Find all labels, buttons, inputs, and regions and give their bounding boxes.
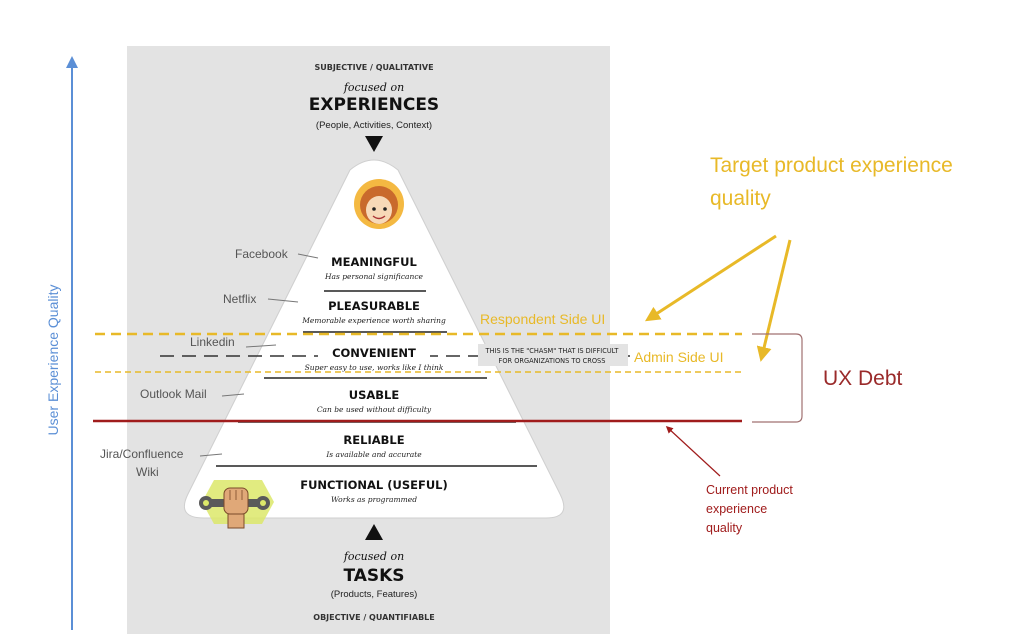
- experience-face-icon: [354, 179, 404, 229]
- leader-line: [199, 453, 223, 457]
- top-title: EXPERIENCES: [309, 95, 439, 115]
- pyramid: [184, 159, 565, 519]
- current-label-line3: quality: [706, 521, 743, 535]
- admin-label: Admin Side UI: [634, 349, 723, 365]
- example-jira-line1: Jira/Confluence: [100, 447, 184, 461]
- top-focused: focused on: [343, 81, 404, 94]
- target-arrow-left: [644, 234, 777, 322]
- example-linkedin: Linkedin: [190, 335, 235, 349]
- ux-debt-bracket: [752, 333, 803, 423]
- level-title-convenient: CONVENIENT: [332, 346, 416, 360]
- chasm-text-line1: THIS IS THE "CHASM" THAT IS DIFFICULT: [485, 347, 620, 355]
- bottom-focused: focused on: [343, 550, 404, 563]
- down-arrow-icon: [365, 136, 383, 152]
- leader-line: [221, 393, 245, 397]
- level-desc-pleasurable: Memorable experience worth sharing: [301, 316, 446, 325]
- current-label-line1: Current product: [706, 483, 793, 497]
- level-desc-usable: Can be used without difficulty: [317, 405, 432, 414]
- top-sub: (People, Activities, Context): [316, 120, 432, 131]
- bottom-caption: OBJECTIVE / QUANTIFIABLE: [313, 613, 434, 622]
- leader-line: [297, 253, 319, 259]
- leader-line: [245, 344, 277, 348]
- respondent-label: Respondent Side UI: [480, 311, 605, 327]
- top-caption: SUBJECTIVE / QUALITATIVE: [314, 63, 433, 72]
- ux-debt-label: UX Debt: [823, 367, 903, 390]
- leader-line: [267, 298, 299, 303]
- bottom-title: TASKS: [343, 566, 404, 586]
- level-title-reliable: RELIABLE: [343, 433, 404, 447]
- axis-label: User Experience Quality: [45, 285, 61, 436]
- example-facebook: Facebook: [235, 247, 289, 261]
- current-label-line2: experience: [706, 502, 767, 516]
- level-title-functional: FUNCTIONAL (USEFUL): [300, 478, 448, 492]
- level-desc-meaningful: Has personal significance: [324, 272, 424, 281]
- bottom-sub: (Products, Features): [331, 589, 418, 600]
- up-arrow-icon: [365, 524, 383, 540]
- current-arrow: [665, 426, 721, 477]
- level-desc-convenient: Super easy to use, works like I think: [305, 363, 444, 372]
- fist-wrench-icon: [199, 480, 274, 529]
- example-netflix: Netflix: [223, 292, 256, 306]
- target-label-line1: Target product experience: [710, 154, 953, 177]
- example-outlook: Outlook Mail: [140, 387, 207, 401]
- level-title-pleasurable: PLEASURABLE: [328, 299, 420, 313]
- level-desc-functional: Works as programmed: [331, 495, 417, 504]
- target-label-line2: quality: [710, 187, 771, 210]
- level-title-meaningful: MEANINGFUL: [331, 255, 417, 269]
- level-desc-reliable: Is available and accurate: [325, 450, 422, 459]
- chasm-text-line2: FOR ORGANIZATIONS TO CROSS: [499, 357, 606, 365]
- level-title-usable: USABLE: [349, 388, 400, 402]
- target-arrow-right: [756, 239, 792, 362]
- example-jira-line2: Wiki: [136, 465, 159, 479]
